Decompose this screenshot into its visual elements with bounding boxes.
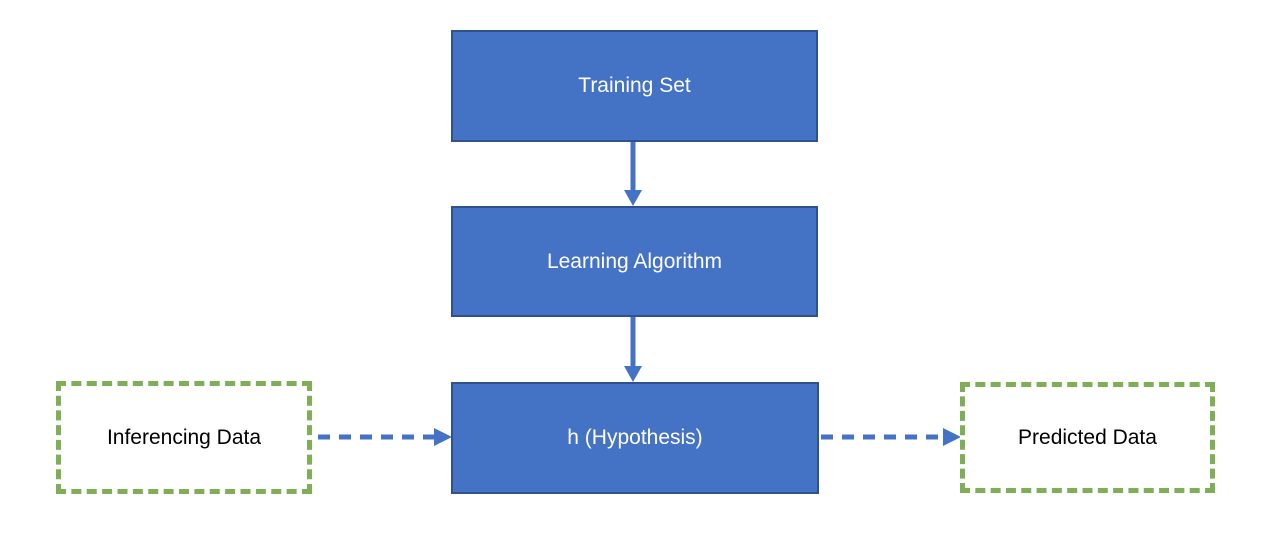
node-hypothesis-label: h (Hypothesis) <box>567 426 703 449</box>
node-training-set: Training Set <box>451 30 818 142</box>
node-learning-algorithm: Learning Algorithm <box>451 206 818 317</box>
node-predicted-data: Predicted Data <box>960 382 1215 493</box>
node-predicted-data-label: Predicted Data <box>1018 425 1157 449</box>
arrow-learning-to-hypothesis <box>624 316 642 382</box>
node-hypothesis: h (Hypothesis) <box>451 382 819 494</box>
node-inferencing-data: Inferencing Data <box>56 381 312 494</box>
arrow-training-to-learning <box>624 142 642 206</box>
node-inferencing-data-label: Inferencing Data <box>106 425 262 449</box>
arrow-hypothesis-to-predicted <box>821 428 961 446</box>
arrow-inferencing-to-hypothesis <box>318 428 452 446</box>
node-learning-algorithm-label: Learning Algorithm <box>546 249 723 273</box>
node-training-set-label: Training Set <box>578 74 691 97</box>
